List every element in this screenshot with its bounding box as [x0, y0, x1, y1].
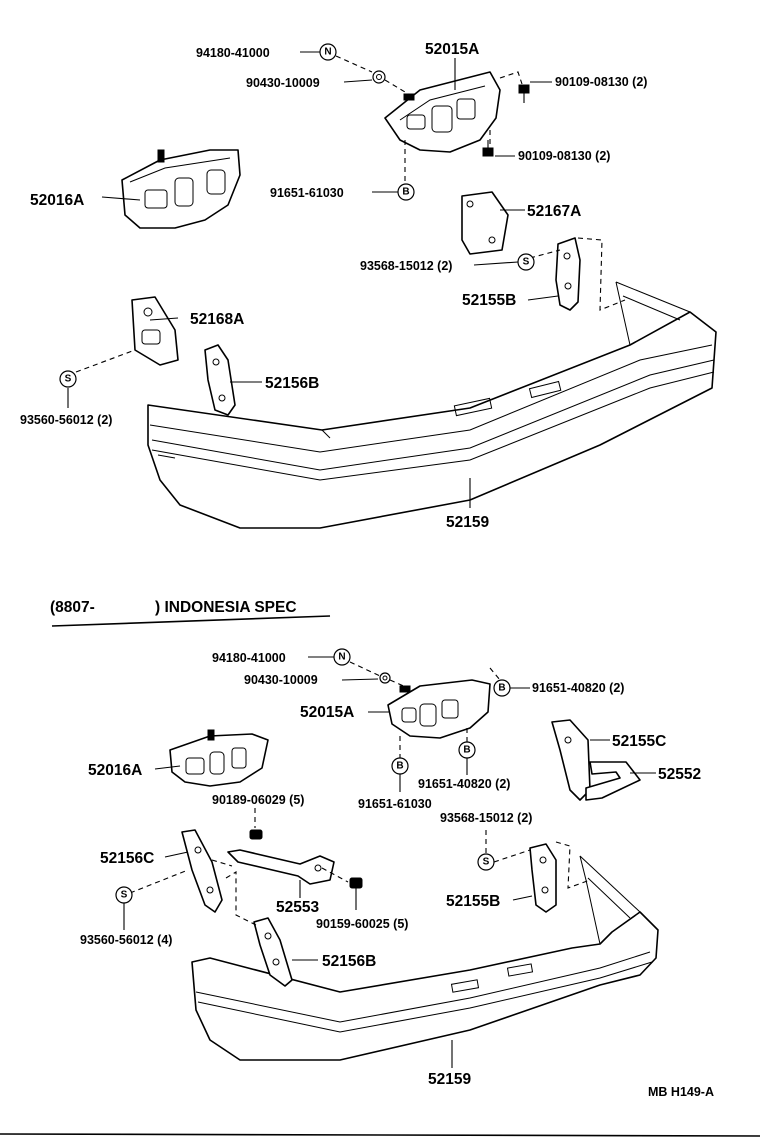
symbol-s-93568-bottom: S: [477, 853, 495, 871]
label-91651-61030-top: 91651-61030: [270, 186, 344, 200]
label-90109-08130-lower-top: 90109-08130 (2): [518, 149, 610, 163]
nut-90159-bottom: [349, 877, 363, 889]
svg-text:S: S: [523, 257, 530, 268]
bracket-52155b-top: [555, 237, 581, 311]
label-52167a-top: 52167A: [527, 203, 581, 220]
bracket-52156c-bottom: [181, 829, 223, 913]
symbol-s-93560-bottom: S: [115, 886, 133, 904]
label-93568-15012-bottom: 93568-15012 (2): [440, 811, 532, 825]
label-90430-10009-top: 90430-10009: [246, 76, 320, 90]
symbol-b-91651-61030-bottom: B: [391, 757, 409, 775]
label-52168a-top: 52168A: [190, 311, 244, 328]
svg-text:B: B: [396, 761, 403, 772]
label-52015a-top: 52015A: [425, 41, 479, 58]
rear-bumper-cover-top: [147, 281, 717, 529]
svg-text:S: S: [65, 374, 72, 385]
label-90159-60025-bottom: 90159-60025 (5): [316, 917, 408, 931]
label-94180-41000-bottom: 94180-41000: [212, 651, 286, 665]
symbol-s-93560-top: S: [59, 370, 77, 388]
bracket-52168a-top: [131, 296, 179, 366]
label-52159-top: 52159: [446, 514, 489, 531]
rear-bumper-cover-bottom: [191, 855, 659, 1061]
label-90189-06029-bottom: 90189-06029 (5): [212, 793, 304, 807]
nut-90430-top: [372, 70, 386, 84]
bracket-52016a-bottom: [169, 729, 269, 787]
bolt-90109-upper-top: [518, 84, 530, 103]
label-52155b-top: 52155B: [462, 292, 516, 309]
heading-underline: [51, 615, 331, 627]
svg-text:N: N: [338, 652, 345, 663]
label-52155b-bottom: 52155B: [446, 893, 500, 910]
symbol-b-top: B: [397, 183, 415, 201]
svg-text:B: B: [498, 683, 505, 694]
bracket-52552-bottom: [585, 761, 641, 801]
diagram-code: MB H149-A: [648, 1085, 714, 1099]
label-94180-41000-top: 94180-41000: [196, 46, 270, 60]
bracket-52167a-top: [461, 191, 509, 255]
svg-text:S: S: [121, 890, 128, 901]
symbol-n-top: N: [319, 43, 337, 61]
bracket-52156b-bottom: [253, 917, 293, 987]
bracket-52016a-top: [121, 149, 241, 229]
bottom-rule: [0, 1133, 760, 1137]
svg-text:B: B: [402, 187, 409, 198]
symbol-s-52167a-top: S: [517, 253, 535, 271]
heading-spec: ) INDONESIA SPEC: [155, 599, 297, 616]
leader-lines-bottom: [123, 656, 656, 1068]
label-52016a-bottom: 52016A: [88, 762, 142, 779]
label-91651-61030-bottom: 91651-61030: [358, 797, 432, 811]
bracket-52155b-bottom: [529, 843, 557, 913]
bracket-52015a-bottom: [387, 679, 491, 739]
top-section: N B S S 94180-41000 90430-10009 52015A 9…: [20, 41, 717, 531]
bolt-90109-lower-top: [482, 140, 494, 157]
heading-date-open: (8807-: [50, 599, 95, 616]
label-90430-10009-bottom: 90430-10009: [244, 673, 318, 687]
leader-lines-top: [67, 51, 626, 508]
svg-text:B: B: [463, 745, 470, 756]
clip-90189-bottom: [249, 829, 263, 840]
symbol-b-91651-40820-lower: B: [458, 741, 476, 759]
svg-text:N: N: [324, 47, 331, 58]
section-heading: (8807- ) INDONESIA SPEC: [50, 599, 331, 627]
symbol-b-91651-40820-upper: B: [493, 679, 511, 697]
label-93560-56012-bottom: 93560-56012 (4): [80, 933, 172, 947]
symbol-n-bottom: N: [333, 648, 351, 666]
nut-90430-bottom: [379, 672, 391, 684]
label-93560-56012-top: 93560-56012 (2): [20, 413, 112, 427]
label-91651-40820-lower-bottom: 91651-40820 (2): [418, 777, 510, 791]
label-52553-bottom: 52553: [276, 899, 319, 916]
label-52159-bottom: 52159: [428, 1071, 471, 1088]
label-90109-08130-upper-top: 90109-08130 (2): [555, 75, 647, 89]
label-52015a-bottom: 52015A: [300, 704, 354, 721]
label-93568-15012-top: 93568-15012 (2): [360, 259, 452, 273]
svg-text:S: S: [483, 857, 490, 868]
bracket-52155c-bottom: [551, 719, 591, 801]
bracket-52553-bottom: [227, 849, 335, 885]
bracket-52156b-top: [204, 344, 236, 416]
label-52155c-bottom: 52155C: [612, 733, 666, 750]
label-52016a-top: 52016A: [30, 192, 84, 209]
label-52156b-bottom: 52156B: [322, 953, 376, 970]
bracket-52015a-top: [384, 71, 501, 153]
label-52552-bottom: 52552: [658, 766, 701, 783]
label-52156b-top: 52156B: [265, 375, 319, 392]
label-52156c-bottom: 52156C: [100, 850, 154, 867]
label-91651-40820-upper-bottom: 91651-40820 (2): [532, 681, 624, 695]
bottom-section: N B B B S S 94180-41000 90430-10009 9165…: [80, 648, 701, 1088]
